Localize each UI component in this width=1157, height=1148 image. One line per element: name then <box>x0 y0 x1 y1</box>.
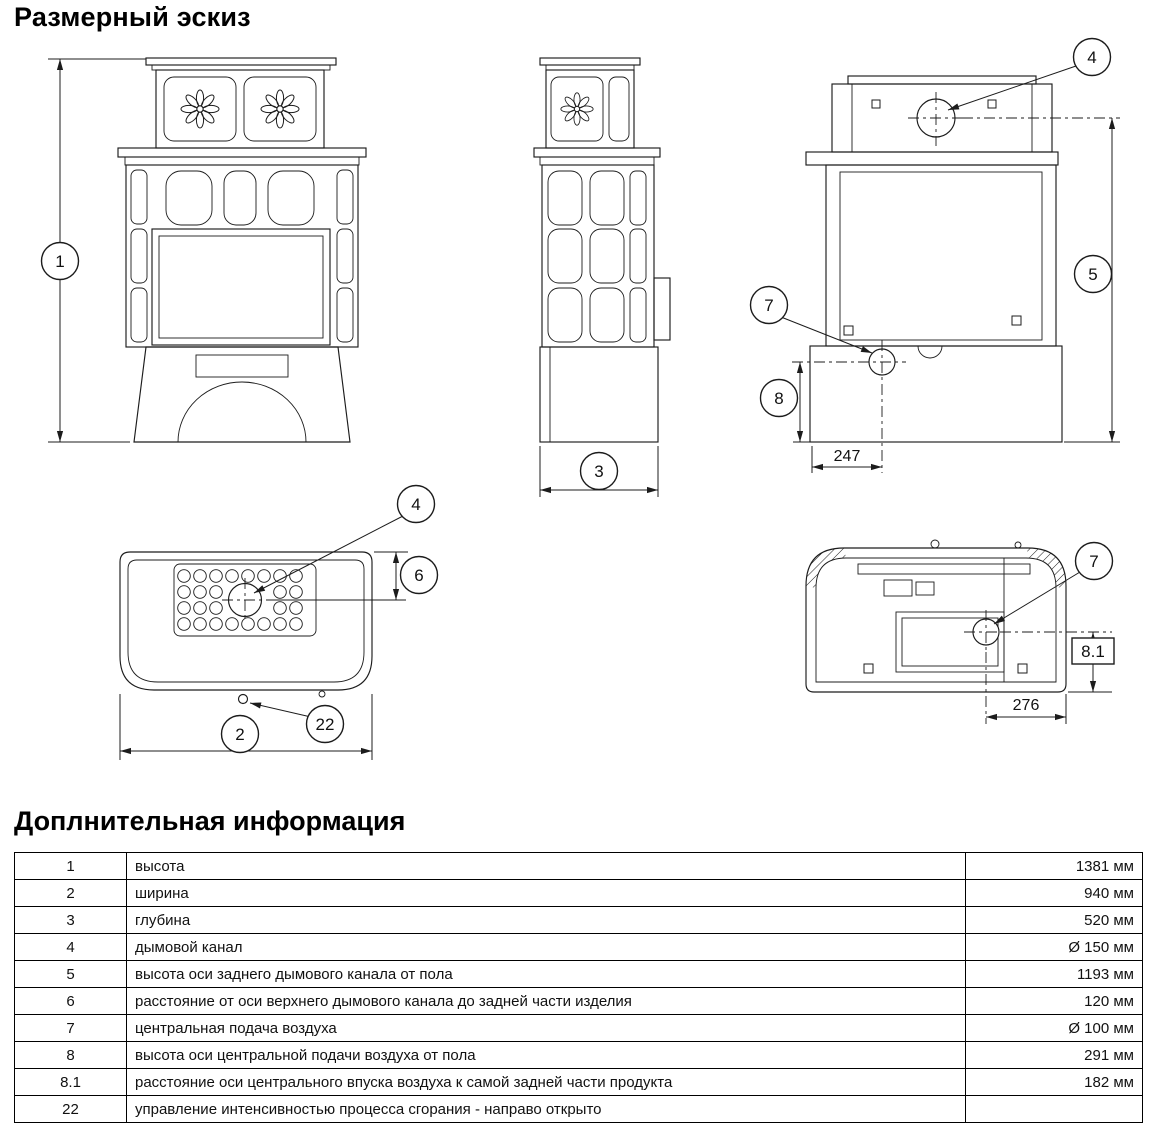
row-number: 3 <box>14 906 127 934</box>
callout-6 <box>399 555 439 595</box>
info-table: 1 высота 1381 мм 2 ширина 940 мм 3 глуби… <box>14 852 1143 1123</box>
dim-flue-offset: 6 <box>374 551 439 600</box>
callout-8-label: 8 <box>774 389 783 408</box>
row-number: 1 <box>14 852 127 880</box>
callout-7 <box>749 285 789 325</box>
callout-flue: 4 <box>947 37 1112 111</box>
row-description: управление интенсивностью процесса сгора… <box>126 1095 966 1123</box>
row-description: ширина <box>126 879 966 907</box>
row-number: 5 <box>14 960 127 988</box>
side-view: 3 <box>533 57 671 497</box>
callout-control: 22 <box>249 702 345 744</box>
callout-8 <box>759 378 799 418</box>
flower-motif <box>560 92 594 126</box>
row-number: 8 <box>14 1041 127 1069</box>
callout-8-1-box <box>1071 637 1115 665</box>
row-description: высота <box>126 852 966 880</box>
row-description: высота оси центральной подачи воздуха от… <box>126 1041 966 1069</box>
dim-depth: 3 <box>539 446 659 497</box>
row-value: 940 мм <box>965 879 1143 907</box>
dim-247: 247 <box>811 446 882 473</box>
callout-2 <box>220 714 260 754</box>
table-row: 8.1 расстояние оси центрального впуска в… <box>14 1068 1143 1096</box>
callout-7-bottom-label: 7 <box>1089 552 1098 571</box>
callout-7-bottom <box>1074 541 1114 581</box>
row-number: 2 <box>14 879 127 907</box>
callout-5 <box>1073 254 1113 294</box>
callout-4-label: 4 <box>1087 48 1096 67</box>
hole-grid <box>177 569 303 631</box>
table-row: 7 центральная подача воздуха Ø 100 мм <box>14 1014 1143 1042</box>
callout-7-label: 7 <box>764 296 773 315</box>
row-value: 1193 мм <box>965 960 1143 988</box>
callout-22-label: 22 <box>316 715 335 734</box>
row-value <box>965 1095 1143 1123</box>
row-description: глубина <box>126 906 966 934</box>
callout-5-label: 5 <box>1088 265 1097 284</box>
table-row: 5 высота оси заднего дымового канала от … <box>14 960 1143 988</box>
row-description: высота оси заднего дымового канала от по… <box>126 960 966 988</box>
table-row: 8 высота оси центральной подачи воздуха … <box>14 1041 1143 1069</box>
row-value: 1381 мм <box>965 852 1143 880</box>
callout-4 <box>1072 37 1112 77</box>
flower-motif <box>260 89 300 129</box>
callout-1 <box>40 241 80 281</box>
row-description: расстояние оси центрального впуска возду… <box>126 1068 966 1096</box>
flower-motif <box>180 89 220 129</box>
back-view: 4 7 5 8 <box>749 37 1120 473</box>
callout-8-1-label: 8.1 <box>1081 642 1105 661</box>
dim-width: 2 <box>119 694 373 760</box>
row-description: расстояние от оси верхнего дымового кана… <box>126 987 966 1015</box>
dimensional-drawing: 1 <box>40 37 1120 760</box>
dim-air-offset: 8.1 <box>1068 632 1115 693</box>
row-value: 120 мм <box>965 987 1143 1015</box>
table-row: 6 расстояние от оси верхнего дымового ка… <box>14 987 1143 1015</box>
callout-flue-top: 4 <box>253 484 436 594</box>
callout-1-label: 1 <box>55 252 64 271</box>
row-description: дымовой канал <box>126 933 966 961</box>
page-title: Размерный эскиз <box>14 2 251 32</box>
row-number: 4 <box>14 933 127 961</box>
section-title: Доплнительная информация <box>14 806 406 836</box>
callout-2-label: 2 <box>235 725 244 744</box>
row-number: 22 <box>14 1095 127 1123</box>
row-value: Ø 150 мм <box>965 933 1143 961</box>
row-number: 7 <box>14 1014 127 1042</box>
bottom-view: 7 8.1 276 <box>805 539 1115 724</box>
table-row: 22 управление интенсивностью процесса сг… <box>14 1095 1143 1123</box>
row-value: Ø 100 мм <box>965 1014 1143 1042</box>
top-view: 4 6 22 2 <box>119 484 439 760</box>
callout-4-top-label: 4 <box>411 495 420 514</box>
row-number: 8.1 <box>14 1068 127 1096</box>
combustion-control-knob <box>237 693 249 705</box>
callout-air: 7 <box>749 285 873 354</box>
dim-276: 276 <box>986 694 1067 724</box>
callout-air-bottom: 7 <box>993 541 1114 625</box>
callout-4-top <box>396 484 436 524</box>
table-row: 2 ширина 940 мм <box>14 879 1143 907</box>
table-row: 4 дымовой канал Ø 150 мм <box>14 933 1143 961</box>
row-description: центральная подача воздуха <box>126 1014 966 1042</box>
dim-height: 1 <box>40 58 146 443</box>
callout-3 <box>579 451 619 491</box>
callout-6-label: 6 <box>414 566 423 585</box>
callout-3-label: 3 <box>594 462 603 481</box>
table-row: 1 высота 1381 мм <box>14 852 1143 880</box>
row-number: 6 <box>14 987 127 1015</box>
callout-22 <box>305 704 345 744</box>
dim-247-label: 247 <box>834 448 861 465</box>
stove-door <box>151 228 331 346</box>
row-value: 291 мм <box>965 1041 1143 1069</box>
dim-276-label: 276 <box>1013 697 1040 714</box>
front-view: 1 <box>40 57 367 443</box>
table-row: 3 глубина 520 мм <box>14 906 1143 934</box>
row-value: 182 мм <box>965 1068 1143 1096</box>
side-air-stub <box>653 277 671 341</box>
dim-air-height: 8 <box>759 362 810 443</box>
dim-flue-height: 5 <box>1064 118 1120 443</box>
row-value: 520 мм <box>965 906 1143 934</box>
